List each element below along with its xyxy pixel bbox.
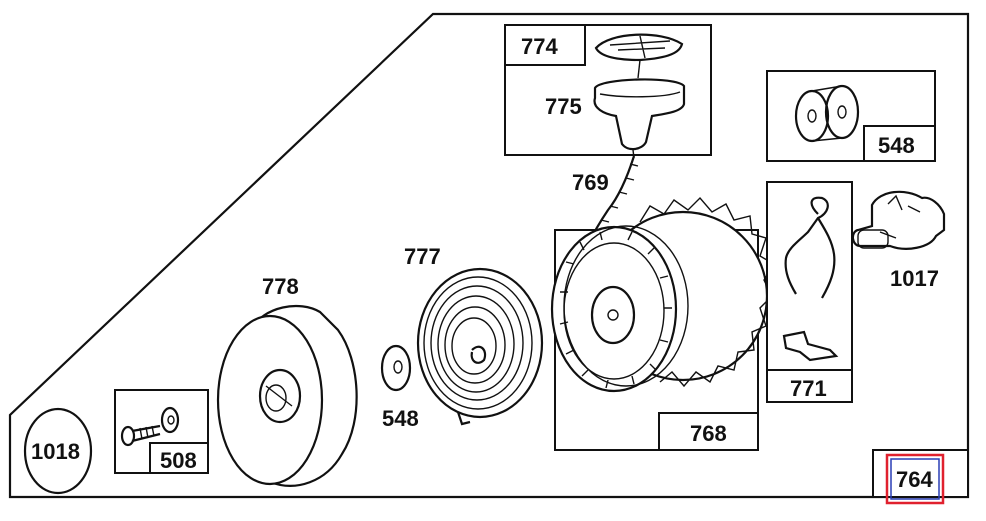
starter-clutch-icon <box>851 190 946 250</box>
label-768: 768 <box>690 421 727 446</box>
box-764-outer <box>872 449 969 498</box>
label-548-mid: 548 <box>382 406 419 431</box>
washer-pair-icon <box>794 84 860 143</box>
highlight-764[interactable] <box>885 453 945 505</box>
label-774: 774 <box>521 34 558 59</box>
label-box-548-top <box>863 125 936 162</box>
label-box-768 <box>658 412 759 451</box>
label-771: 771 <box>790 376 827 401</box>
box-771 <box>766 181 853 403</box>
pulley-gear-icon <box>550 196 775 393</box>
pawl-clip-icon <box>782 330 839 362</box>
handle-insert-icon <box>594 33 684 79</box>
label-775: 775 <box>545 94 582 119</box>
label-508: 508 <box>160 448 197 473</box>
label-box-508 <box>149 442 209 474</box>
label-1017: 1017 <box>890 266 939 291</box>
starter-cover-icon <box>216 304 358 487</box>
outer-frame <box>8 12 970 499</box>
label-777: 777 <box>404 244 441 269</box>
label-box-774 <box>504 24 586 66</box>
highlight-764-inner <box>890 458 940 500</box>
pawl-spring-icon <box>784 196 836 299</box>
circle-1018 <box>23 407 93 495</box>
label-764: 764 <box>896 467 933 492</box>
label-box-771 <box>766 369 853 403</box>
label-1018: 1018 <box>31 439 80 464</box>
washer-icon <box>380 344 412 392</box>
screw-washer-icon <box>120 406 180 447</box>
label-769: 769 <box>572 170 609 195</box>
label-548-top: 548 <box>878 133 915 158</box>
recoil-spring-icon <box>416 267 544 426</box>
label-778: 778 <box>262 274 299 299</box>
